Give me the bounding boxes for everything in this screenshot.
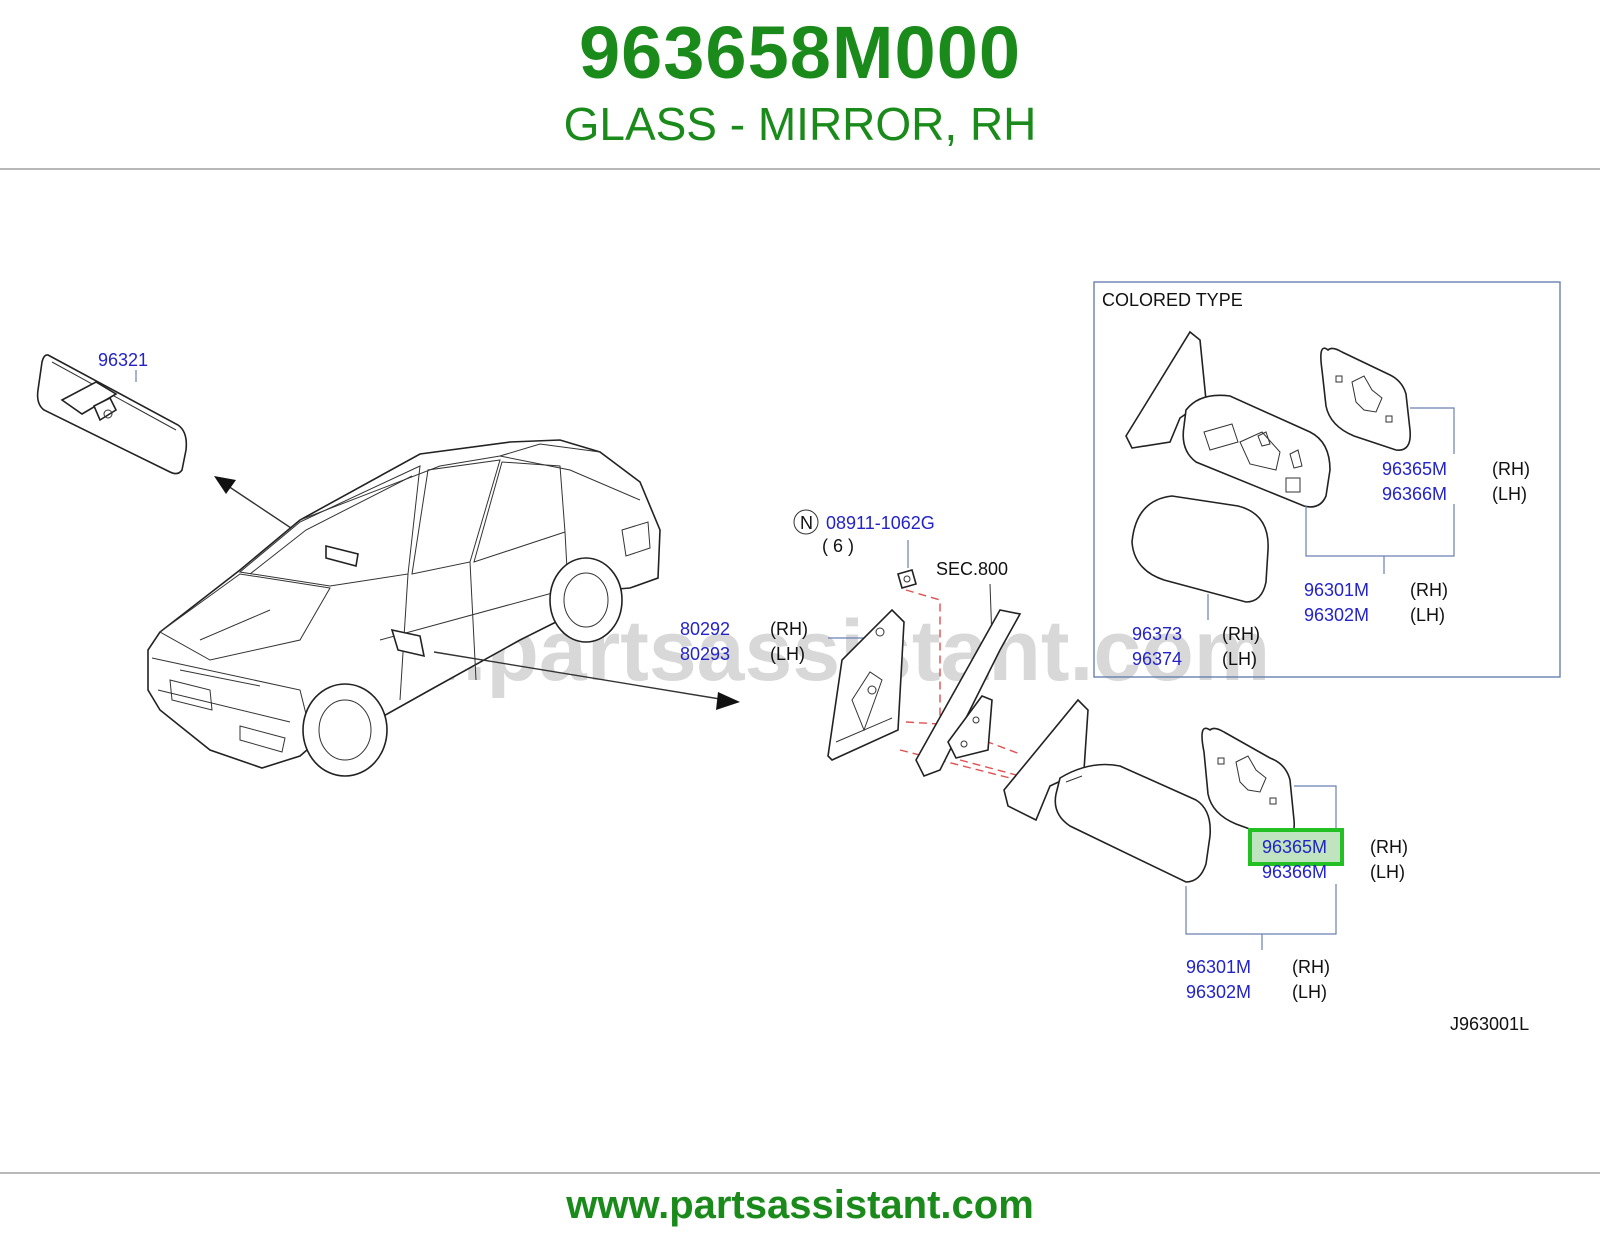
guide-dash-2 bbox=[905, 721, 941, 725]
highlight-box-96365M bbox=[1248, 828, 1344, 866]
part-link-80293[interactable]: 80293 bbox=[680, 644, 730, 664]
header-divider bbox=[0, 168, 1600, 170]
assy-rh-tag: (RH) bbox=[1292, 957, 1330, 977]
inset-mirror-glass-drawing bbox=[1320, 347, 1412, 451]
part-number-title: 963658M000 bbox=[578, 11, 1022, 94]
inset-cover-lh-tag: (LH) bbox=[1222, 649, 1257, 669]
nut-callout-circle bbox=[793, 509, 819, 535]
part-name-subtitle: GLASS - MIRROR, RH bbox=[563, 98, 1037, 150]
arrow-head-rearview bbox=[214, 476, 236, 494]
side-panel-drawing bbox=[827, 608, 905, 761]
parts-diagram: www.partsassistant.com 96321 bbox=[0, 170, 1600, 1170]
inset-glass-leader bbox=[1410, 407, 1455, 454]
part-link-inset-96365M[interactable]: 96365M bbox=[1382, 459, 1447, 479]
glass-rh-tag: (RH) bbox=[1370, 837, 1408, 857]
part-link-96301M[interactable]: 96301M bbox=[1186, 957, 1251, 977]
inset-title: COLORED TYPE bbox=[1102, 290, 1243, 310]
rearview-mirror-drawing bbox=[36, 354, 188, 475]
glass-lh-tag: (LH) bbox=[1370, 862, 1405, 882]
assy-lh-tag: (LH) bbox=[1292, 982, 1327, 1002]
footer-site-link[interactable]: www.partsassistant.com bbox=[566, 1183, 1034, 1227]
door-frame-drawing bbox=[915, 609, 1022, 778]
arrow-to-door-mirror bbox=[433, 651, 727, 701]
nut-drawing bbox=[897, 569, 917, 589]
inset-mirror-assembly-drawing bbox=[1125, 330, 1331, 508]
part-link-96373[interactable]: 96373 bbox=[1132, 624, 1182, 644]
drawing-code: J963001L bbox=[1450, 1014, 1529, 1034]
part-link-96321[interactable]: 96321 bbox=[98, 350, 148, 370]
diagram-svg: www.partsassistant.com 96321 bbox=[36, 281, 1561, 1034]
side-panel-rh-tag: (RH) bbox=[770, 619, 808, 639]
side-panel-lh-tag: (LH) bbox=[770, 644, 805, 664]
nut-symbol: N bbox=[800, 513, 813, 533]
part-link-96365M-highlighted[interactable]: 96365M bbox=[1262, 837, 1327, 857]
arrow-head-door-mirror bbox=[716, 692, 740, 710]
part-link-80292[interactable]: 80292 bbox=[680, 619, 730, 639]
guide-dash-4 bbox=[959, 759, 1021, 777]
part-link-96374[interactable]: 96374 bbox=[1132, 649, 1182, 669]
footer-divider bbox=[0, 1172, 1600, 1174]
glass-leader bbox=[1294, 785, 1337, 834]
part-link-96302M[interactable]: 96302M bbox=[1186, 982, 1251, 1002]
colored-type-inset-box bbox=[1093, 281, 1561, 678]
part-link-inset-96301M[interactable]: 96301M bbox=[1304, 580, 1369, 600]
nut-quantity: ( 6 ) bbox=[822, 536, 854, 556]
part-link-inset-96302M[interactable]: 96302M bbox=[1304, 605, 1369, 625]
inset-assy-bracket-leader bbox=[1305, 504, 1455, 557]
inset-mirror-cover-drawing bbox=[1131, 495, 1269, 603]
inset-glass-rh-tag: (RH) bbox=[1492, 459, 1530, 479]
page-header: 963658M000 GLASS - MIRROR, RH bbox=[0, 0, 1600, 168]
part-link-08911-1062G[interactable]: 08911-1062G bbox=[826, 513, 935, 533]
door-mirror-drawing bbox=[1003, 698, 1212, 883]
part-link-inset-96366M[interactable]: 96366M bbox=[1382, 484, 1447, 504]
inset-assy-rh-tag: (RH) bbox=[1410, 580, 1448, 600]
inset-glass-lh-tag: (LH) bbox=[1492, 484, 1527, 504]
assy-bracket-leader bbox=[1185, 884, 1337, 935]
part-link-96366M[interactable]: 96366M bbox=[1262, 862, 1327, 882]
mirror-glass-drawing bbox=[1201, 727, 1296, 841]
inset-cover-rh-tag: (RH) bbox=[1222, 624, 1260, 644]
car-drawing bbox=[147, 439, 661, 777]
inset-assy-lh-tag: (LH) bbox=[1410, 605, 1445, 625]
section-reference: SEC.800 bbox=[936, 559, 1008, 579]
